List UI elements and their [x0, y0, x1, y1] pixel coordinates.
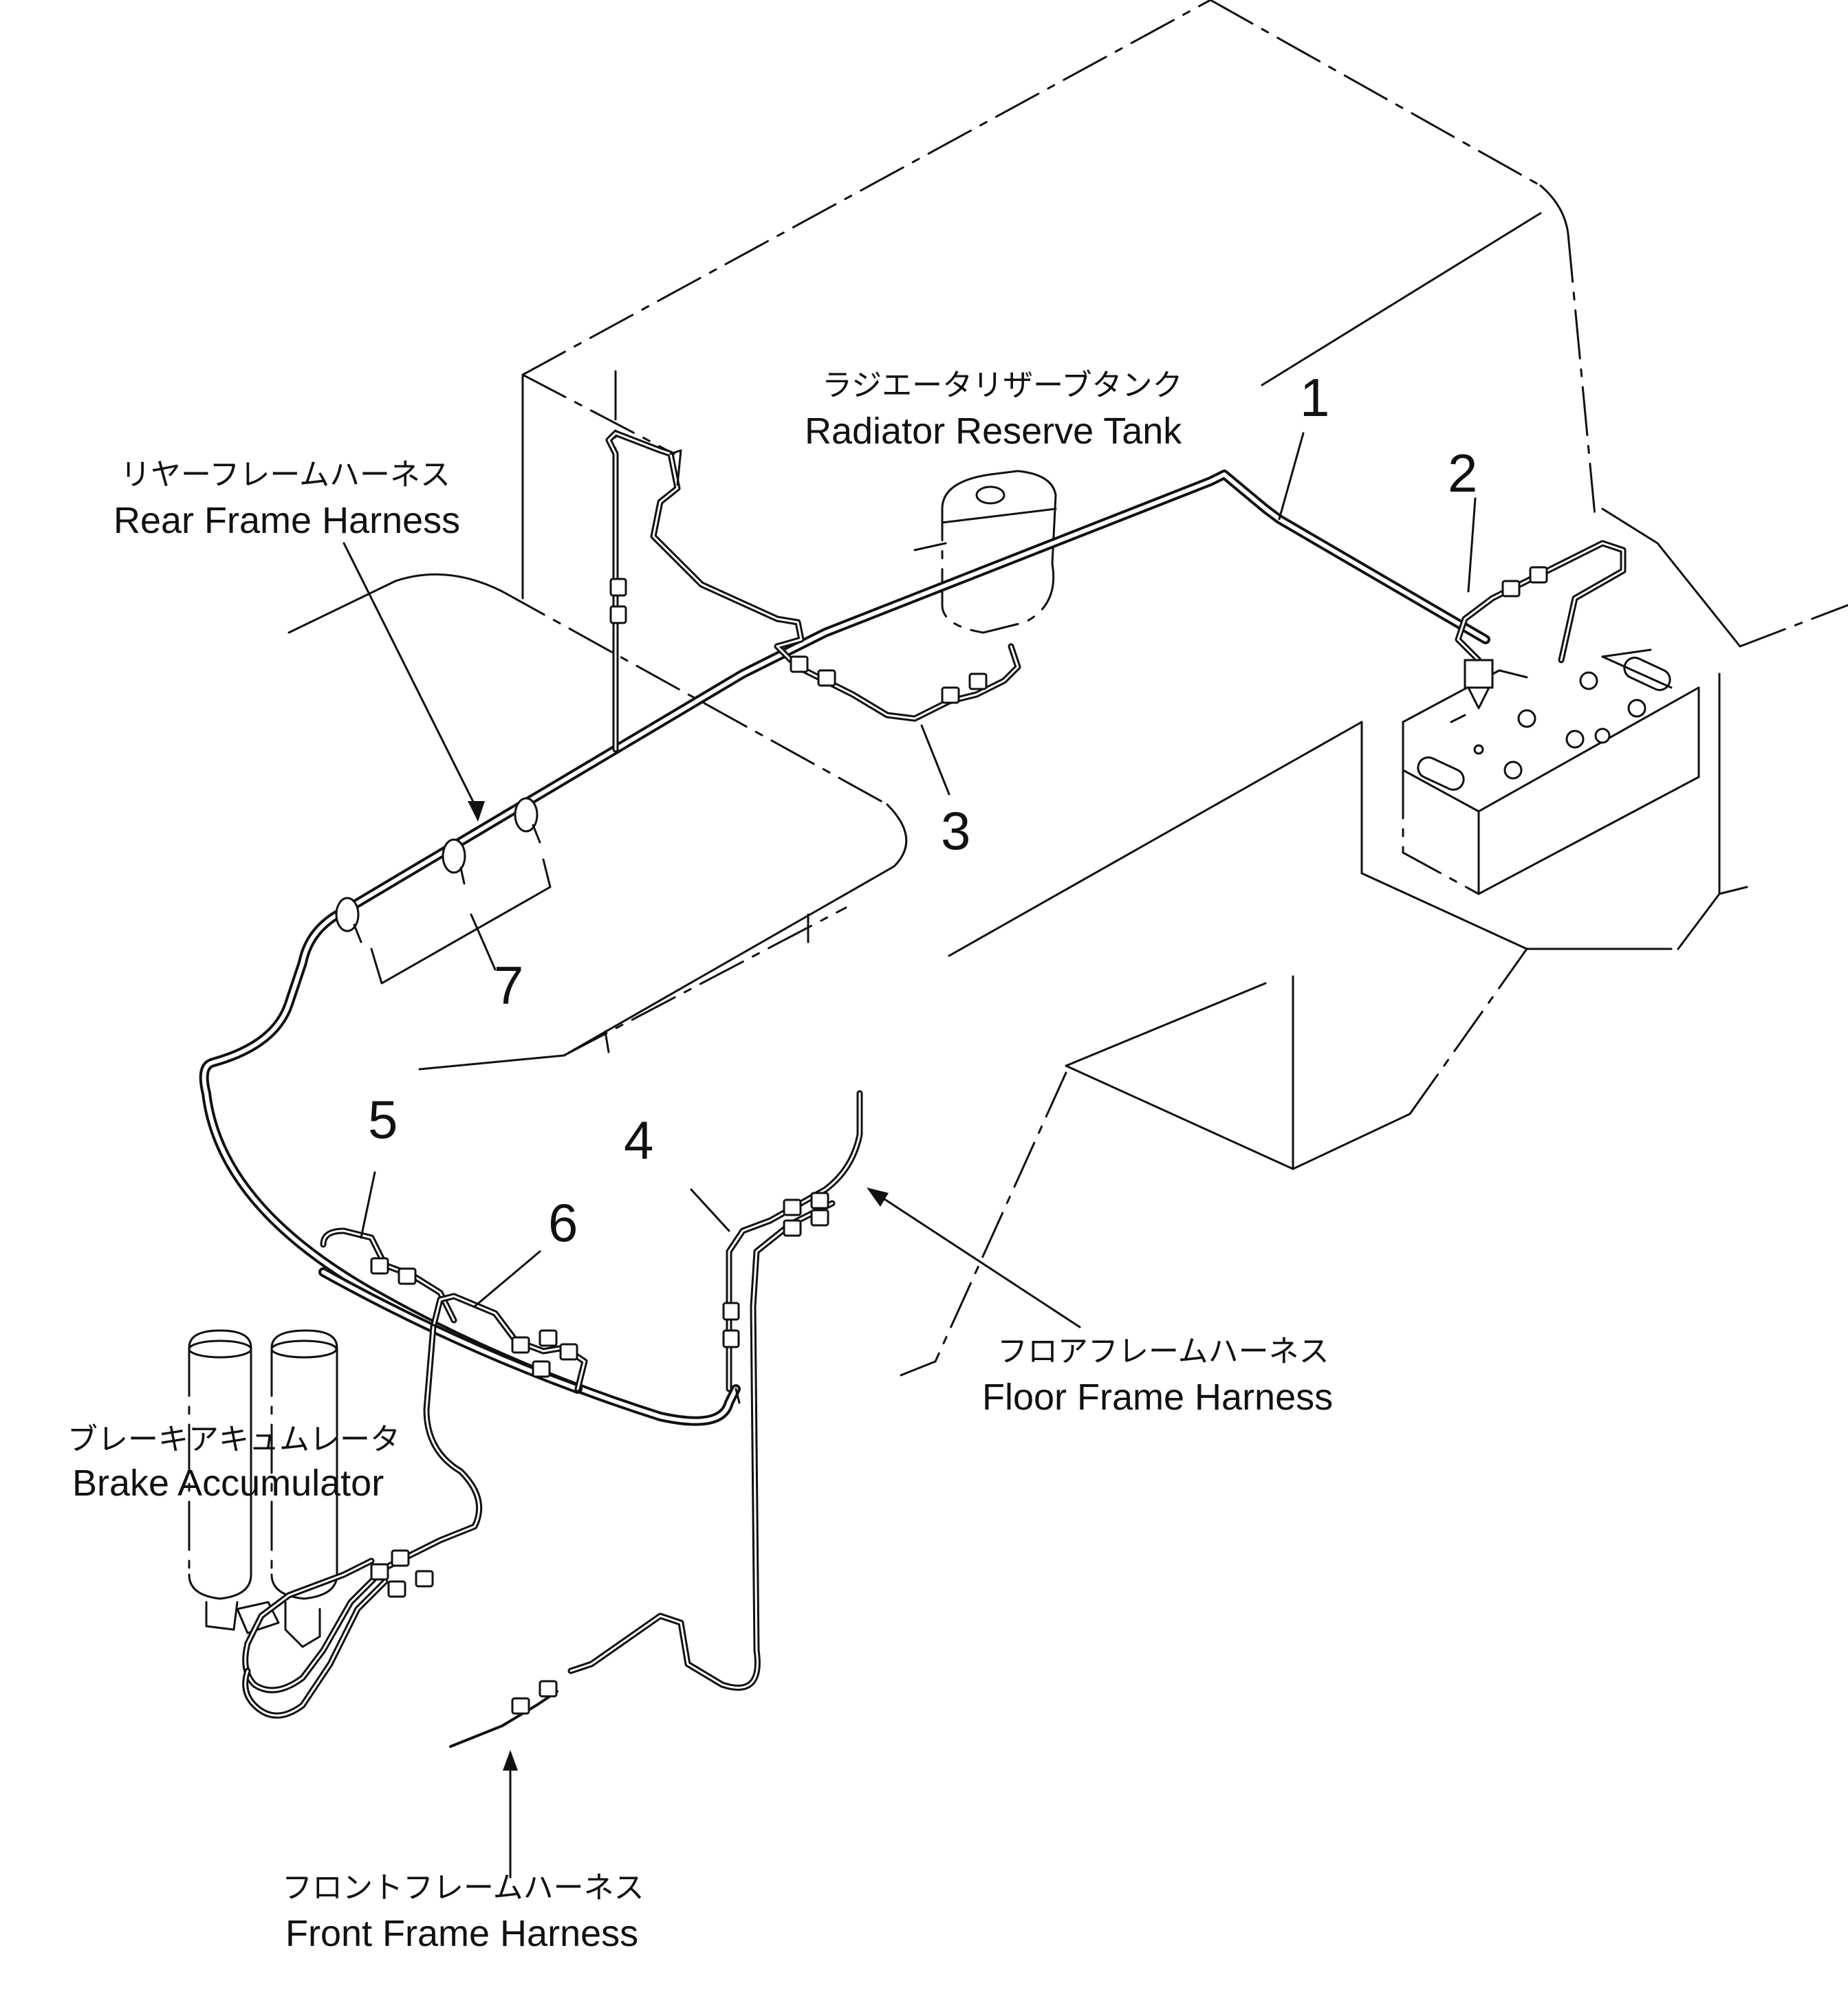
callout-1: 1	[1300, 367, 1329, 428]
brake-accumulators	[188, 1329, 338, 1648]
rear-frame-harness-label-jp: リヤーフレームハーネス	[120, 457, 450, 492]
battery	[1402, 648, 1700, 895]
callout-2: 2	[1448, 443, 1477, 503]
floor-frame-harness-label-jp: フロアフレームハーネス	[997, 1334, 1329, 1369]
front-frame-wire	[449, 1690, 558, 1748]
leader-lines	[343, 432, 1477, 1879]
callout-3: 3	[941, 800, 970, 861]
rear-frame-harness-cable	[199, 470, 1490, 1426]
floor-frame-harness-label-en: Floor Frame Harness	[982, 1377, 1333, 1418]
front-frame-harness-label-en: Front Frame Harness	[285, 1913, 638, 1954]
radiator-reserve-tank-label-jp: ラジエータリザーブタンク	[822, 368, 1182, 403]
harness-clamps	[335, 797, 552, 985]
upper-branch-wire	[605, 430, 805, 753]
brake-accumulator-label-jp: ブレーキアキュムレータ	[67, 1422, 400, 1457]
front-frame-harness-label-jp: フロントフレームハーネス	[282, 1870, 644, 1905]
callout-5: 5	[368, 1089, 398, 1150]
accumulator-wires	[242, 1324, 483, 1719]
rear-frame-harness-label-en: Rear Frame Harness	[113, 500, 460, 541]
wire-2	[1455, 540, 1627, 710]
callout-7: 7	[494, 955, 523, 1016]
callout-6: 6	[548, 1192, 578, 1253]
brake-accumulator-label-en: Brake Accumulator	[72, 1463, 384, 1504]
callout-4: 4	[624, 1110, 653, 1170]
wire-4	[567, 1090, 863, 1691]
radiator-reserve-tank-label-en: Radiator Reserve Tank	[805, 411, 1182, 452]
labels: ラジエータリザーブタンク Radiator Reserve Tank リヤーフレ…	[67, 368, 1333, 1954]
connectors	[370, 566, 1548, 1715]
radiator-reserve-tank	[913, 470, 1057, 634]
callout-numbers: 1 2 3 4 5 6 7	[368, 367, 1477, 1253]
